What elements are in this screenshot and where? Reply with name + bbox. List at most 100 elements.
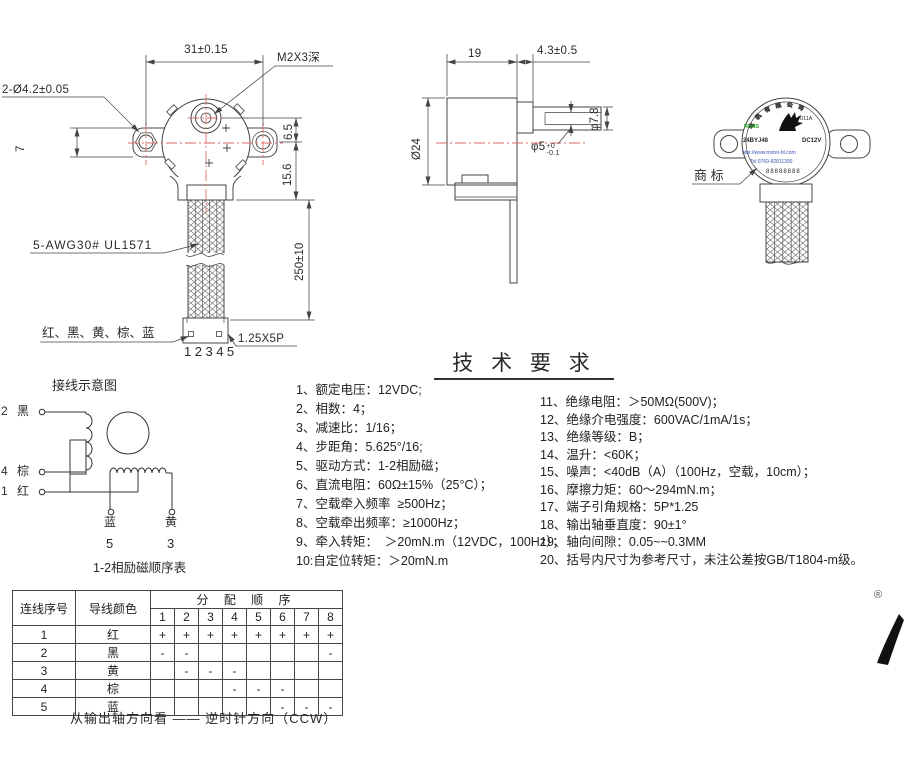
- seq-col-2: 2: [174, 608, 199, 626]
- cell-no: 2: [12, 643, 76, 662]
- cell-seq: [318, 679, 343, 698]
- cell-seq: -: [198, 661, 223, 680]
- cell-seq: -: [174, 661, 199, 680]
- tech-item-20: 20、括号内尺寸为参考尺寸，未注公差按GB/T1804-m级。: [540, 552, 863, 567]
- rear-label-serial: 88888888: [766, 169, 801, 175]
- cell-seq: [294, 679, 319, 698]
- table-row-blue: 5 蓝 ---: [12, 697, 343, 716]
- tech-item-12: 12、绝缘介电强度：600VAC/1mA/1s；: [540, 412, 758, 427]
- seq-col-7: 7: [294, 608, 319, 626]
- cell-seq: [246, 643, 271, 662]
- rear-label-tel: Tel:0769-82811390: [750, 159, 793, 165]
- front-pitch-label: 1.25X5P: [238, 333, 285, 345]
- cell-seq: [198, 679, 223, 698]
- front-dim-width: 31±0.15: [184, 44, 228, 56]
- cell-seq: +: [222, 625, 247, 644]
- cell-seq: -: [174, 643, 199, 662]
- sequence-number-row: 1 2 3 4 5 6 7 8: [13, 608, 343, 626]
- cell-seq: +: [174, 625, 199, 644]
- side-view-linework: [446, 97, 602, 284]
- tech-item-7: 7、空载牵入频率 ≥500Hz；: [296, 497, 453, 511]
- wiring-title: 接线示意图: [52, 378, 118, 393]
- tech-item-8: 8、空载牵出频率：≥1000Hz；: [296, 516, 466, 530]
- terminal-4-number: 4: [1, 464, 8, 478]
- front-dim-wire-length: 250±10: [294, 242, 306, 281]
- cell-seq: +: [318, 625, 343, 644]
- tech-requirements-title: 技 术 要 求: [434, 352, 614, 381]
- tech-item-5: 5、驱动方式：1-2相励磁；: [296, 459, 447, 473]
- cell-seq: [270, 643, 295, 662]
- cell-no: 1: [12, 625, 76, 644]
- terminal-5-number: 5: [106, 536, 114, 551]
- tech-item-3: 3、减速比：1/16；: [296, 421, 403, 435]
- tech-item-2: 2、相数：4；: [296, 402, 373, 416]
- side-dim-shaft-length: 4.3±0.5: [537, 45, 578, 57]
- front-dim-ear: 7: [15, 145, 27, 152]
- shaft-tol-lower: -0.1: [546, 150, 560, 157]
- tech-item-15: 15、噪声：<40dB（A）（100Hz，空载，10cm）；: [540, 465, 816, 479]
- cell-seq: [246, 661, 271, 680]
- cell-no: 3: [12, 661, 76, 680]
- front-view-linework: [132, 98, 278, 344]
- front-tap-label: M2X3深: [277, 52, 321, 64]
- rear-label-voltage: DC12V: [802, 138, 822, 144]
- tech-item-6: 6、直流电阻：60Ω±15%（25°C）；: [296, 478, 493, 492]
- cell-seq: [318, 661, 343, 680]
- seq-col-4: 4: [222, 608, 247, 626]
- cell-seq: [222, 643, 247, 662]
- cell-seq: [174, 679, 199, 698]
- side-dimensions: [422, 54, 613, 186]
- cell-seq: [150, 661, 175, 680]
- col-header-sequence: 分 配 顺 序: [150, 590, 343, 609]
- seq-col-1: 1: [150, 608, 175, 626]
- side-dim-boss-dia: φ7.8: [589, 107, 601, 131]
- tech-requirements-right-column: 11、绝缘电阻：＞50MΩ(500V)； 12、绝缘介电强度：600VAC/1m…: [540, 394, 863, 569]
- tech-requirements-left-column: 1、额定电压：12VDC; 2、相数：4； 3、减速比：1/16； 4、步距角：…: [296, 381, 565, 571]
- cell-color: 黑: [75, 643, 151, 662]
- seq-col-8: 8: [318, 608, 343, 626]
- front-wire-colors: 红、黑、黄、棕、蓝: [42, 326, 155, 340]
- col-header-wire-color: 导线颜色: [75, 590, 151, 626]
- terminal-brown-label: 棕: [17, 464, 30, 478]
- cell-color: 黄: [75, 661, 151, 680]
- front-holes-label: 2-Ø4.2±0.05: [2, 84, 70, 96]
- cell-seq: [294, 661, 319, 680]
- terminal-3-number: 3: [167, 536, 175, 551]
- tech-item-18: 18、输出轴垂直度：90±1°: [540, 517, 687, 532]
- seq-col-5: 5: [246, 608, 271, 626]
- tech-item-17: 17、端子引角规格：5P*1.25: [540, 500, 699, 514]
- cell-seq: +: [294, 625, 319, 644]
- tech-item-13: 13、绝缘等级：B；: [540, 430, 650, 444]
- shaft-tol-upper: +0: [546, 143, 556, 150]
- registered-trademark-icon: ®: [874, 589, 883, 601]
- tech-item-9: 9、牵入转矩： ＞20mN.m（12VDC，100Hz）；: [296, 535, 565, 549]
- terminal-yellow-label: 黄: [165, 515, 178, 529]
- table-row-yellow: 3 黄 ---: [12, 661, 343, 680]
- cell-no: 4: [12, 679, 76, 698]
- cell-color: 棕: [75, 679, 151, 698]
- terminal-red-label: 红: [17, 484, 30, 498]
- cell-seq: -: [318, 697, 343, 716]
- front-pin-numbers: 12345: [184, 344, 238, 359]
- rear-view-linework: 电 机 有 限 公 司: [713, 97, 871, 265]
- tech-item-10: 10:自定位转矩：＞20mN.m: [296, 554, 449, 568]
- cell-seq: [270, 661, 295, 680]
- cell-seq: [198, 643, 223, 662]
- cell-seq: [150, 679, 175, 698]
- cell-seq: -: [270, 679, 295, 698]
- terminal-blue-label: 蓝: [104, 515, 117, 529]
- cell-seq: +: [198, 625, 223, 644]
- excitation-sequence-table: 连线序号 导线颜色 分 配 顺 序 1 2 3 4 5 6 7 8 1 红 ++…: [12, 590, 343, 716]
- tech-item-16: 16、摩擦力矩：60～294mN.m；: [540, 482, 722, 497]
- cell-no: 5: [12, 697, 76, 716]
- tech-item-11: 11、绝缘电阻：＞50MΩ(500V)；: [540, 395, 725, 409]
- side-dim-length: 19: [468, 48, 482, 60]
- side-dim-body-dia: Ø24: [411, 138, 423, 160]
- table-footnote: 从输出轴方向看 —— 逆时针方向（CCW）: [70, 711, 338, 726]
- wiring-schematic-linework: [38, 408, 176, 516]
- terminal-2-number: 2: [1, 404, 8, 418]
- rear-label-cert: RoHS: [744, 124, 759, 130]
- tech-item-14: 14、温升：<60K；: [540, 447, 646, 462]
- rear-leader: [692, 167, 758, 185]
- rear-trademark-label: 商 标: [694, 168, 724, 183]
